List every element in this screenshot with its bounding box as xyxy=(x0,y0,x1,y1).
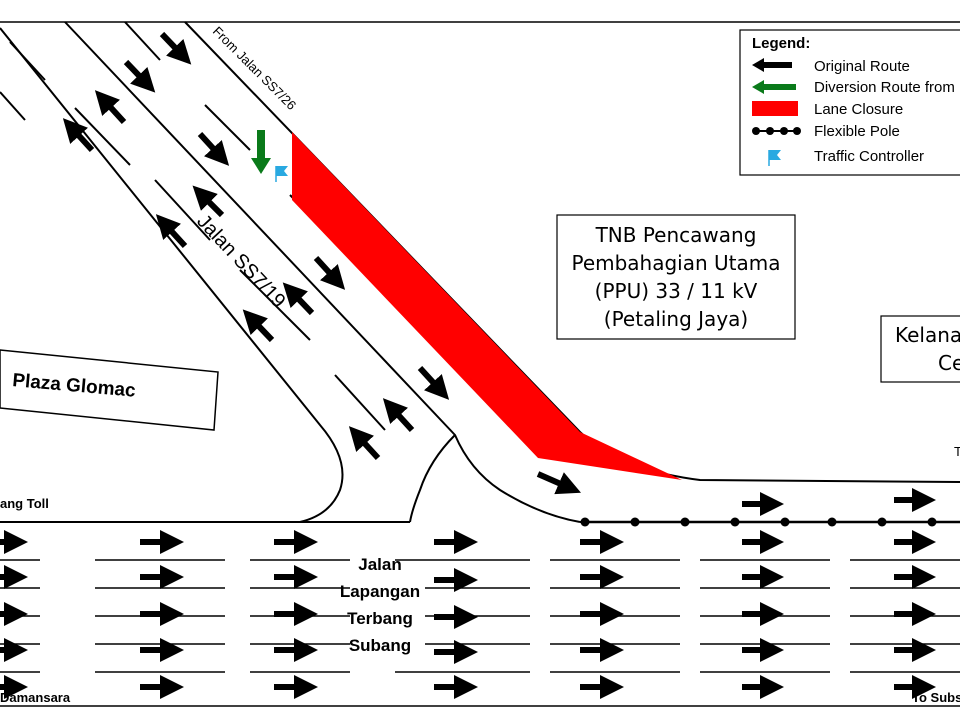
main-road-lane-markings xyxy=(0,559,960,673)
road-island xyxy=(409,434,456,523)
tnb-line-1: TNB Pencawang xyxy=(595,223,757,247)
legend-label-closure: Lane Closure xyxy=(814,101,903,118)
kelana-box: Kelana Ce xyxy=(880,315,960,383)
road-median xyxy=(64,21,581,523)
legend-traffic-controller-flag-icon xyxy=(768,150,781,166)
toll-label: ang Toll xyxy=(0,496,49,511)
main-road-name-line-4: Subang xyxy=(349,636,411,655)
main-road-name-line-1: Jalan xyxy=(358,555,401,574)
plaza-glomac-box: Plaza Glomac xyxy=(0,349,219,431)
original-route-arrow-exit xyxy=(536,471,581,495)
road-edge-left-outer xyxy=(0,91,26,121)
road-edge-left xyxy=(0,27,344,523)
legend: Legend: Original Route Diversion Route f… xyxy=(739,29,960,176)
tnb-line-4: (Petaling Jaya) xyxy=(604,307,748,331)
traffic-controller-flag-icon xyxy=(275,166,288,182)
legend-label-original: Original Route xyxy=(814,58,910,75)
legend-label-pole: Flexible Pole xyxy=(814,123,900,140)
from-road-label: From Jalan SS7/26 xyxy=(210,24,299,113)
legend-original-route-icon xyxy=(752,58,792,72)
kelana-line-1: Kelana xyxy=(895,323,960,347)
legend-label-diversion: Diversion Route from xyxy=(814,79,955,96)
legend-diversion-route-icon xyxy=(752,80,796,94)
legend-title: Legend: xyxy=(752,35,810,52)
legend-lane-closure-swatch xyxy=(752,101,798,116)
tnb-line-3: (PPU) 33 / 11 kV xyxy=(595,279,758,303)
road-ss719-label: Jalan SS7/19 xyxy=(192,210,289,312)
main-road-name-line-2: Lapangan xyxy=(340,582,420,601)
diversion-route-arrow xyxy=(251,130,271,174)
tnb-substation-box: TNB Pencawang Pembahagian Utama (PPU) 33… xyxy=(556,214,796,340)
original-route-arrows-diagonal-up xyxy=(62,90,415,461)
tnb-line-2: Pembahagian Utama xyxy=(571,251,780,275)
main-road-name-line-3: Terbang xyxy=(347,609,413,628)
legend-flexible-pole-icon xyxy=(752,127,801,135)
to-subang-label: To Subs xyxy=(912,690,960,705)
damansara-label: Damansara xyxy=(0,690,71,705)
legend-label-controller: Traffic Controller xyxy=(814,148,924,165)
right-edge-label: T xyxy=(954,444,960,459)
kelana-line-2: Ce xyxy=(938,351,960,375)
original-route-arrows-diagonal-down xyxy=(123,31,450,400)
original-route-arrows-horizontal xyxy=(0,488,936,699)
flexible-pole-line xyxy=(580,517,960,527)
main-road-name: Jalan Lapangan Terbang Subang xyxy=(340,555,420,655)
